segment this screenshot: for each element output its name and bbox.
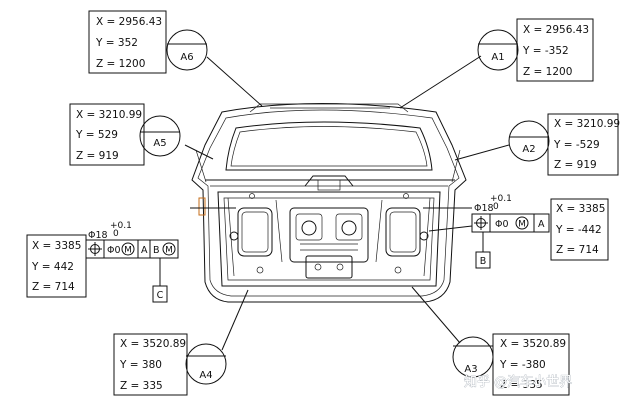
tolerance-frame-right: +0.1 0 Φ18 Φ0 M A B — [471, 194, 550, 269]
coord-a6-z: Z = 1200 — [96, 58, 145, 70]
coord-box-a3: X = 3520.89 Y = -380 Z = 335 — [492, 333, 570, 396]
right-mmc-modifier: M — [518, 220, 526, 230]
bubble-a2: A2 — [508, 120, 550, 162]
coord-a1-y: Y = -352 — [522, 45, 569, 57]
coord-left-hole-x: X = 3385 — [32, 240, 81, 252]
left-mmc-modifier-icon: M — [121, 242, 135, 256]
coord-box-a6: X = 2956.43 Y = 352 Z = 1200 — [88, 10, 167, 74]
leader-a2 — [454, 144, 510, 161]
bubble-a1: A1 — [477, 29, 519, 71]
leader-a6 — [206, 56, 263, 107]
coord-left-hole-y: Y = 442 — [31, 261, 74, 273]
coord-a5-x: X = 3210.99 — [76, 109, 142, 121]
left-datum-tag: C — [157, 290, 164, 301]
coord-a6-y: Y = 352 — [95, 37, 138, 49]
tolerance-frame-left: +0.1 0 Φ18 Φ0 M A B M C — [85, 221, 179, 303]
coord-box-a2: X = 3210.99 Y = -529 Z = 919 — [547, 113, 620, 176]
left-diameter: Φ18 — [88, 230, 108, 241]
right-zone: Φ0 — [495, 219, 509, 230]
coord-a1-x: X = 2956.43 — [523, 24, 589, 36]
bubble-a3: A3 — [452, 336, 494, 378]
left-tol-upper: +0.1 — [110, 221, 132, 231]
left-position-symbol-icon — [88, 242, 102, 256]
coord-a2-x: X = 3210.99 — [554, 118, 620, 130]
coord-box-a5: X = 3210.99 Y = 529 Z = 919 — [69, 103, 145, 166]
coord-a2-y: Y = -529 — [553, 139, 600, 151]
coord-box-left-hole: X = 3385 Y = 442 Z = 714 — [26, 234, 87, 298]
leader-a5 — [184, 144, 214, 160]
coord-right-hole-y: Y = -442 — [555, 224, 602, 236]
left-datum-mmc-icon: M — [162, 242, 176, 256]
coord-a4-y: Y = 380 — [119, 359, 162, 371]
coord-left-hole-z: Z = 714 — [32, 281, 75, 293]
right-datum-primary: A — [538, 219, 545, 230]
bubble-a6: A6 — [166, 29, 208, 71]
left-zone: Φ0 — [107, 245, 121, 256]
coord-a5-y: Y = 529 — [75, 129, 118, 141]
coord-a4-z: Z = 335 — [120, 380, 163, 392]
coord-a5-z: Z = 919 — [76, 150, 119, 162]
coord-a3-z: Z = 335 — [500, 379, 543, 391]
coord-a6-x: X = 2956.43 — [96, 16, 162, 28]
right-mmc-modifier-icon: M — [515, 216, 529, 230]
coord-right-hole-z: Z = 714 — [556, 244, 599, 256]
left-datum-secondary-modifier: M — [165, 246, 173, 256]
right-tol-lower: 0 — [493, 202, 499, 212]
tailgate-body — [191, 103, 467, 303]
bubble-a2-label: A2 — [522, 144, 535, 155]
leader-a1 — [399, 55, 482, 109]
watermark: 知乎 @汽车小世界 — [464, 374, 572, 390]
right-datum-tag: B — [480, 256, 487, 267]
right-position-symbol-icon — [474, 216, 488, 230]
left-datum-secondary: B — [153, 245, 160, 256]
leader-a4 — [221, 289, 249, 351]
leader-a3 — [411, 286, 461, 344]
bubble-a4-label: A4 — [199, 370, 212, 381]
coord-right-hole-x: X = 3385 — [556, 203, 605, 215]
bubble-a1-label: A1 — [491, 52, 504, 63]
coord-a3-x: X = 3520.89 — [500, 338, 566, 350]
coord-a1-z: Z = 1200 — [523, 66, 572, 78]
bubble-a3-label: A3 — [464, 364, 477, 375]
coord-box-right-hole: X = 3385 Y = -442 Z = 714 — [550, 198, 609, 261]
left-datum-primary: A — [141, 245, 148, 256]
right-tol-upper: +0.1 — [490, 194, 512, 204]
bubble-a5: A5 — [139, 115, 181, 157]
leader-lines — [184, 55, 510, 351]
left-mmc-modifier: M — [124, 246, 132, 256]
coord-box-a4: X = 3520.89 Y = 380 Z = 335 — [113, 333, 188, 396]
bubble-a5-label: A5 — [153, 138, 166, 149]
bubble-a6-label: A6 — [180, 52, 193, 63]
coord-a4-x: X = 3520.89 — [120, 338, 186, 350]
bubble-a4: A4 — [185, 343, 227, 385]
left-tol-lower: 0 — [113, 229, 119, 239]
right-diameter: Φ18 — [474, 203, 494, 214]
coord-box-a1: X = 2956.43 Y = -352 Z = 1200 — [516, 18, 594, 82]
coord-a3-y: Y = -380 — [499, 359, 546, 371]
coord-a2-z: Z = 919 — [554, 159, 597, 171]
